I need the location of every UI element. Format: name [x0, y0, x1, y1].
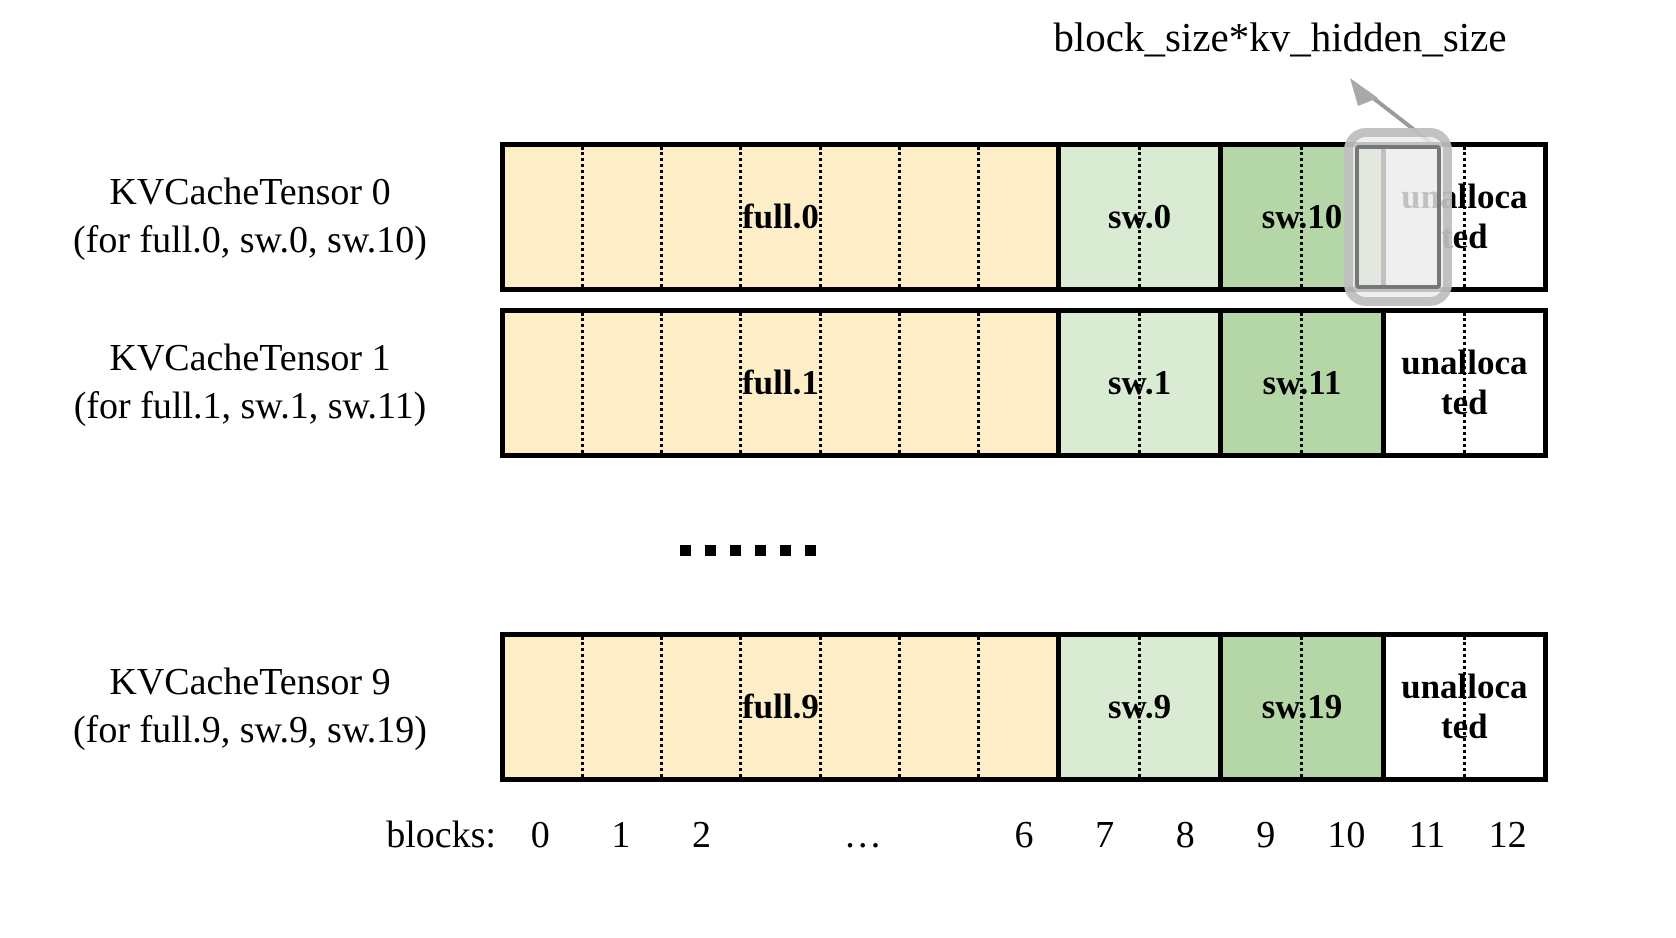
tensor-row-subtitle: (for full.9, sw.9, sw.19): [73, 709, 427, 751]
tensor-segment-label: full.0: [742, 196, 819, 236]
tensor-segment-label: sw.9: [1107, 686, 1172, 726]
blocks-axis-tick: 1: [611, 814, 631, 856]
tensor-segment-label: sw.19: [1261, 686, 1343, 726]
block-cell: [505, 313, 585, 453]
ellipsis-dots: [680, 544, 816, 556]
tensor-bar: full.9 sw.9 sw.19 unalloca ted: [500, 632, 1548, 782]
block-cell: [901, 147, 980, 287]
tensor-segment-label: sw.11: [1262, 362, 1342, 402]
block-cell: [980, 313, 1056, 453]
tensor-row: KVCacheTensor 1 (for full.1, sw.1, sw.11…: [0, 308, 1676, 458]
rows-ellipsis: [500, 520, 1548, 580]
blocks-axis-tick: 9: [1256, 814, 1276, 856]
block-cell: [822, 313, 901, 453]
blocks-axis-tick: 10: [1327, 814, 1366, 856]
ellipsis-dot: [780, 544, 791, 556]
ellipsis-dot: [705, 544, 716, 556]
blocks-axis-tick: 8: [1175, 814, 1195, 856]
tensor-segment: full.0: [505, 147, 1061, 287]
tensor-segment-label: unalloca ted: [1401, 342, 1528, 422]
blocks-axis-tick: 0: [530, 814, 550, 856]
blocks-axis-tick: …: [843, 814, 882, 856]
tensor-row-title: KVCacheTensor 1: [109, 337, 391, 380]
tensor-row-label: KVCacheTensor 0 (for full.0, sw.0, sw.10…: [20, 142, 480, 292]
tensor-row-subtitle: (for full.0, sw.0, sw.10): [73, 219, 427, 261]
ellipsis-dot: [680, 544, 691, 556]
blocks-axis-tick: 6: [1014, 814, 1034, 856]
tensor-segment: sw.9: [1060, 637, 1224, 777]
blocks-axis-tick: 11: [1408, 814, 1446, 856]
tensor-segment-label: sw.10: [1261, 196, 1343, 236]
block-cell: [663, 637, 743, 777]
ellipsis-dot: [730, 544, 741, 556]
block-cell: [584, 637, 664, 777]
tensor-segment: unalloca ted: [1385, 637, 1544, 777]
tensor-segment: sw.1: [1060, 313, 1224, 453]
block-cell: [901, 313, 980, 453]
tensor-row: KVCacheTensor 9 (for full.9, sw.9, sw.19…: [0, 632, 1676, 782]
blocks-axis-tick: 12: [1488, 814, 1527, 856]
tensor-segment: sw.0: [1060, 147, 1224, 287]
blocks-axis-tick: 7: [1095, 814, 1115, 856]
block-cell: [505, 637, 585, 777]
tensor-segment: full.1: [505, 313, 1061, 453]
block-cell: [901, 637, 980, 777]
block-cell: [980, 147, 1056, 287]
tensor-segment-label: sw.1: [1107, 362, 1172, 402]
tensor-segment-label: full.1: [742, 362, 819, 402]
tensor-segment-label: unalloca ted: [1401, 666, 1528, 746]
tensor-row-label: KVCacheTensor 9 (for full.9, sw.9, sw.19…: [20, 632, 480, 782]
ellipsis-dot: [755, 544, 766, 556]
tensor-segment: unalloca ted: [1385, 313, 1544, 453]
tensor-row-subtitle: (for full.1, sw.1, sw.11): [73, 385, 427, 427]
block-cell: [584, 313, 664, 453]
block-highlight-box: [1344, 128, 1452, 306]
tensor-bar: full.1 sw.1 sw.11 unalloca ted: [500, 308, 1548, 458]
block-cell: [663, 313, 743, 453]
tensor-row-label: KVCacheTensor 1 (for full.1, sw.1, sw.11…: [20, 308, 480, 458]
ellipsis-dot: [805, 544, 816, 556]
block-cell: [822, 147, 901, 287]
tensor-segment: sw.11: [1223, 313, 1386, 453]
tensor-segment-label: sw.0: [1107, 196, 1172, 236]
block-cell: [505, 147, 585, 287]
block-cell: [980, 637, 1056, 777]
block-cell: [822, 637, 901, 777]
blocks-axis-caption: blocks:: [386, 814, 496, 856]
callout-label: block_size*kv_hidden_size: [1053, 14, 1507, 60]
blocks-axis-tick: 2: [692, 814, 712, 856]
tensor-row-title: KVCacheTensor 9: [109, 661, 391, 704]
tensor-segment: full.9: [505, 637, 1061, 777]
tensor-segment-label: full.9: [742, 686, 819, 726]
block-cell: [663, 147, 743, 287]
block-cell: [584, 147, 664, 287]
tensor-row-title: KVCacheTensor 0: [109, 171, 391, 214]
tensor-segment: sw.19: [1223, 637, 1386, 777]
